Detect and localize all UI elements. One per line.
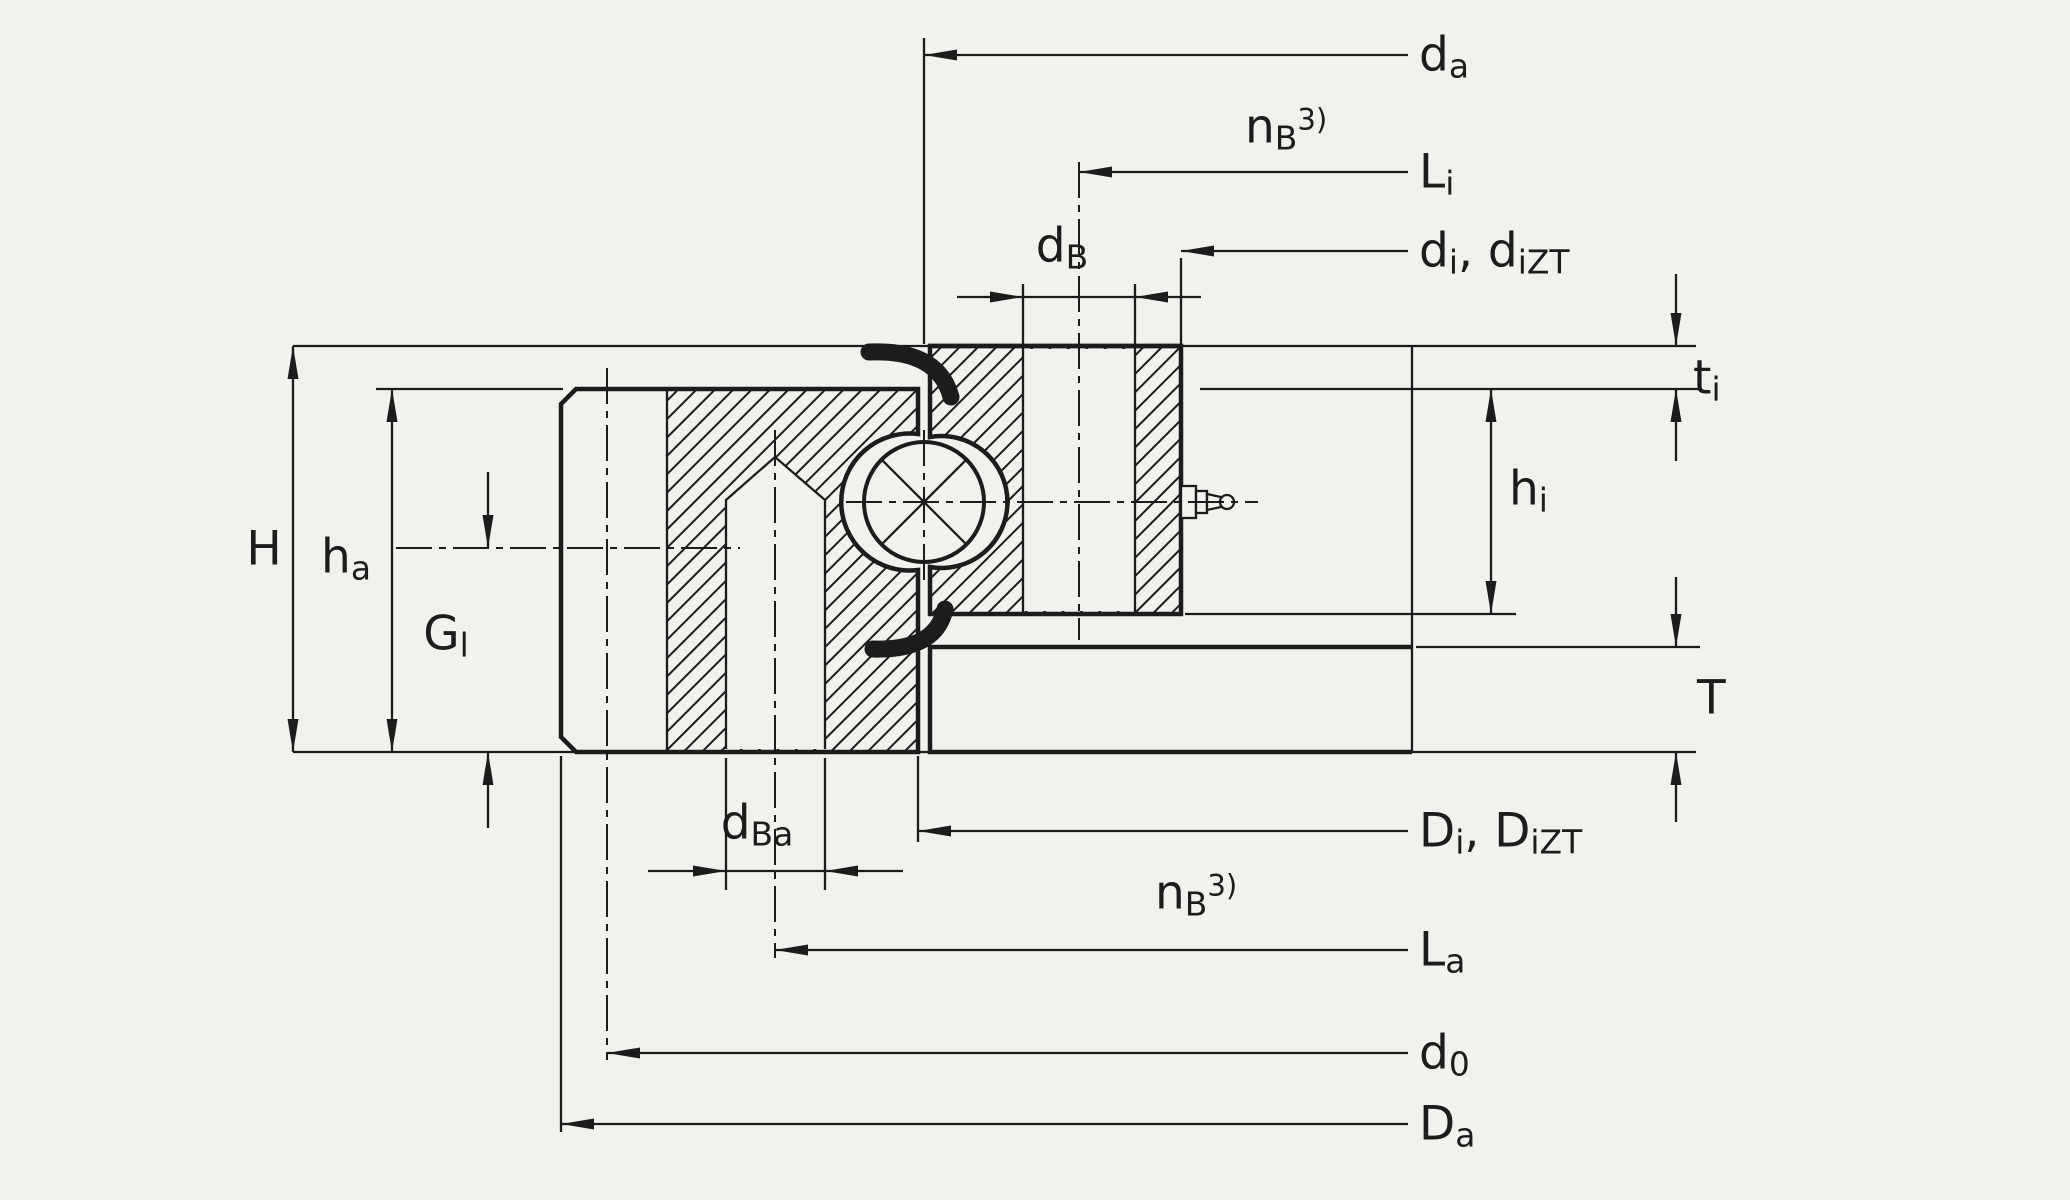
extension-lines <box>293 38 1700 1132</box>
label-Da: Da <box>1419 1096 1476 1155</box>
upper-seal <box>860 343 960 406</box>
label-hi: hi <box>1509 461 1548 520</box>
label-la: La <box>1419 922 1466 981</box>
lower-seal <box>864 600 954 658</box>
label-di-dizt: di, diZT <box>1419 223 1570 282</box>
label-li: Li <box>1419 144 1455 203</box>
label-nb-top: nB3) <box>1245 99 1328 158</box>
label-gl: Gl <box>423 606 469 665</box>
centerlines <box>396 162 1258 1060</box>
label-nb-bottom: nB3) <box>1155 865 1238 924</box>
label-db: dB <box>1035 218 1089 277</box>
label-H: H <box>246 521 282 577</box>
label-T: T <box>1697 670 1726 726</box>
label-ha: ha <box>321 529 371 588</box>
label-Di-DiZT: Di, DiZT <box>1419 803 1583 862</box>
label-da: da <box>1419 27 1469 86</box>
label-ti: ti <box>1693 350 1721 409</box>
label-dba: dBa <box>720 795 794 854</box>
inner-ring <box>927 284 1184 617</box>
outer-ring <box>558 386 921 755</box>
label-d0: d0 <box>1419 1025 1470 1084</box>
